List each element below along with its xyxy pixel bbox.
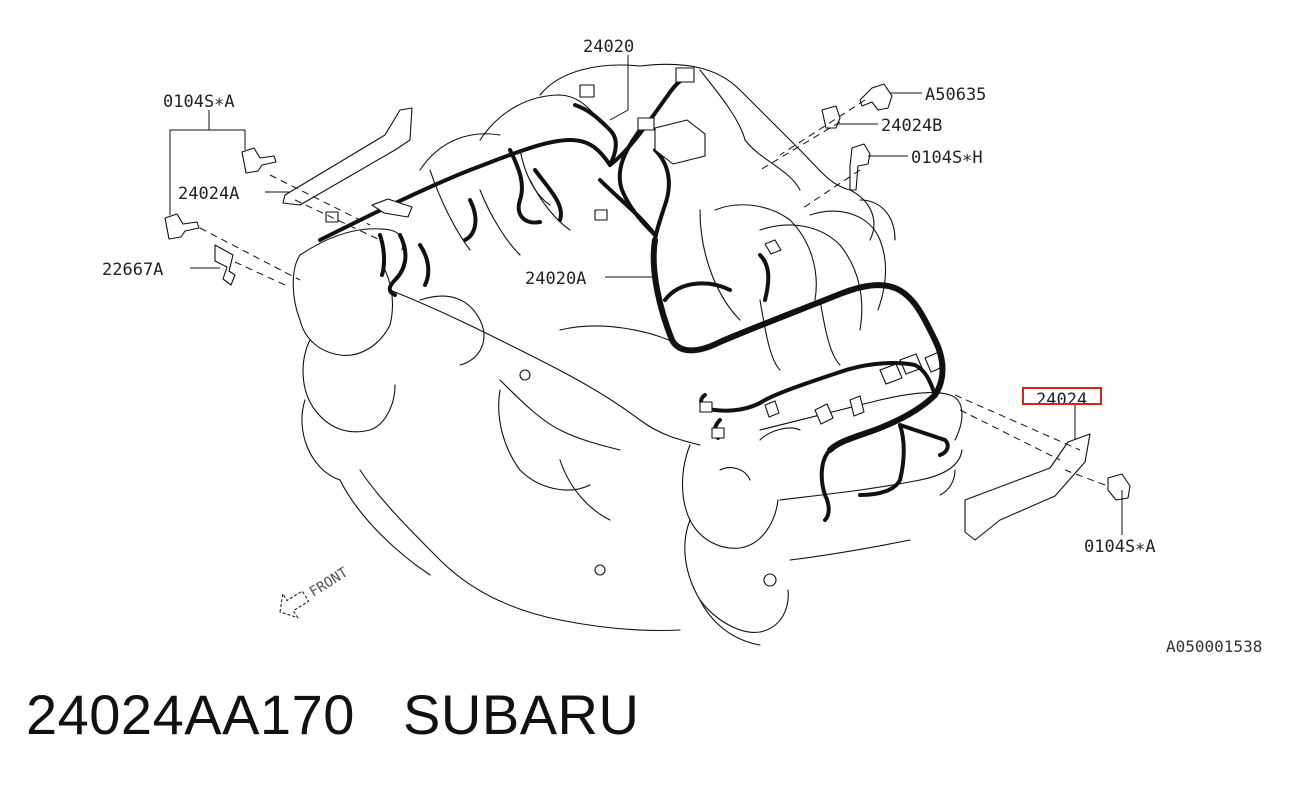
label-0104S-A-bottom: 0104S∗A <box>1084 537 1156 557</box>
bolt-0104S-H <box>849 143 871 191</box>
label-A50635: A50635 <box>925 85 986 105</box>
bolt-top-left <box>241 147 277 174</box>
caption-part-number: 24024AA170 <box>26 683 355 746</box>
bolt-left <box>164 213 200 240</box>
bolt-bottom-right <box>1107 473 1131 501</box>
brackets-and-bolts <box>164 83 1131 541</box>
bracket-24024A <box>282 107 413 206</box>
label-22667A: 22667A <box>102 260 163 280</box>
bracket-24024 <box>964 433 1091 541</box>
label-24024A: 24024A <box>178 184 239 204</box>
label-24024B: 24024B <box>881 116 942 136</box>
leader-lines <box>169 55 1123 535</box>
clip-24024B <box>821 105 841 129</box>
wiring-harness <box>318 67 950 522</box>
label-24020A: 24020A <box>525 269 586 289</box>
label-24024-highlighted: 24024 <box>1036 390 1087 410</box>
bracket-22667A <box>214 244 236 286</box>
part-caption: 24024AA170 SUBARU <box>26 682 639 747</box>
label-0104S-H: 0104S∗H <box>911 148 983 168</box>
highlight-box <box>1022 387 1102 405</box>
label-24020: 24020 <box>583 37 634 57</box>
diagram-code: A050001538 <box>1166 637 1262 656</box>
front-arrow: FRONT <box>279 564 352 619</box>
bolt-A50635 <box>859 83 893 111</box>
front-arrow-label: FRONT <box>307 564 352 600</box>
engine-block-outline <box>292 63 963 646</box>
caption-brand: SUBARU <box>403 683 640 746</box>
part-labels: 24020 0104S∗A 24024A 22667A 24020A A5063… <box>102 37 1262 656</box>
label-0104S-A-top: 0104S∗A <box>163 92 235 112</box>
